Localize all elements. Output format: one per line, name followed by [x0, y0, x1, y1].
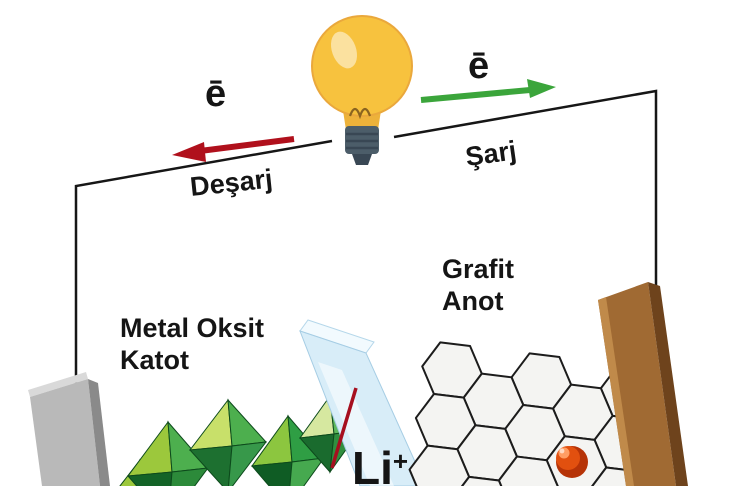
discharge-arrow-shaft [199, 136, 295, 154]
anode-label-line2: Anot [442, 285, 504, 316]
charge-arrow-icon [420, 79, 556, 103]
charge-arrow-shaft [420, 87, 531, 103]
gray-plate-top [28, 372, 88, 397]
copper-plate-side [648, 282, 688, 486]
gray-plate-side [88, 379, 110, 486]
bulb-highlight [330, 31, 358, 69]
cathode-label-line1: Metal Oksit [120, 313, 265, 343]
ion-charge: + [392, 446, 409, 476]
crystal-facet [228, 441, 268, 486]
anode-current-collector [598, 282, 688, 486]
separator-sheen [318, 362, 394, 486]
right-wire [393, 89, 658, 292]
sphere-highlight [558, 447, 570, 459]
circuit-wires [74, 89, 658, 404]
gray-plate-face [30, 379, 100, 486]
cathode-crystals [119, 394, 362, 486]
lithium-ion-sphere [556, 446, 588, 478]
bulb-filament [348, 107, 372, 120]
light-bulb-icon [311, 15, 413, 165]
ion-symbol: Li [352, 442, 393, 486]
cathode-current-collector [28, 372, 110, 486]
crystal-facet [250, 461, 293, 486]
anode-label-line1: Grafit [442, 254, 515, 284]
crystal-facet [170, 467, 210, 486]
left-wire [74, 139, 333, 404]
charge-arrow-head [527, 79, 556, 98]
bulb-glass [311, 15, 413, 117]
anode-label: Grafit Anot [442, 254, 514, 318]
crystal-facet [227, 398, 268, 447]
cathode-label: Metal Oksit Katot [120, 313, 264, 377]
separator-panel [299, 319, 427, 486]
sphere-glint [559, 448, 565, 454]
crystal-facet [289, 457, 326, 486]
electron-symbol-left: ē [205, 73, 227, 115]
copper-plate-edge [598, 297, 634, 486]
copper-plate-face [598, 282, 676, 486]
crystal-facet [188, 398, 233, 451]
electron-symbol-right: ē [468, 45, 490, 87]
crystal-facet [126, 420, 173, 477]
discharge-arrow-head [172, 142, 206, 162]
lithium-ion-label: Li+ [352, 441, 408, 486]
crystal-facet [126, 471, 173, 486]
bulb-base-tip [352, 154, 372, 165]
cathode-label-line2: Katot [120, 344, 189, 375]
discharge-arrow-icon [172, 136, 295, 162]
ion-path-line [330, 387, 358, 469]
